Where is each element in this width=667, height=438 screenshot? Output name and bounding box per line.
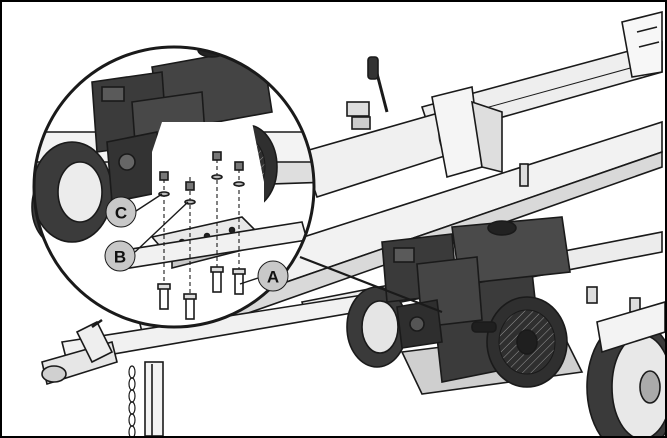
engine-mounted bbox=[381, 216, 584, 395]
callout-a: A bbox=[239, 260, 289, 292]
callout-b-label: B bbox=[114, 248, 126, 267]
callout-a-label: A bbox=[267, 268, 279, 287]
callout-b: B bbox=[104, 201, 189, 272]
detail-lens bbox=[32, 45, 316, 329]
callout-c-label: C bbox=[115, 204, 127, 223]
callout-c: C bbox=[105, 193, 163, 228]
leader-line bbox=[299, 255, 443, 314]
